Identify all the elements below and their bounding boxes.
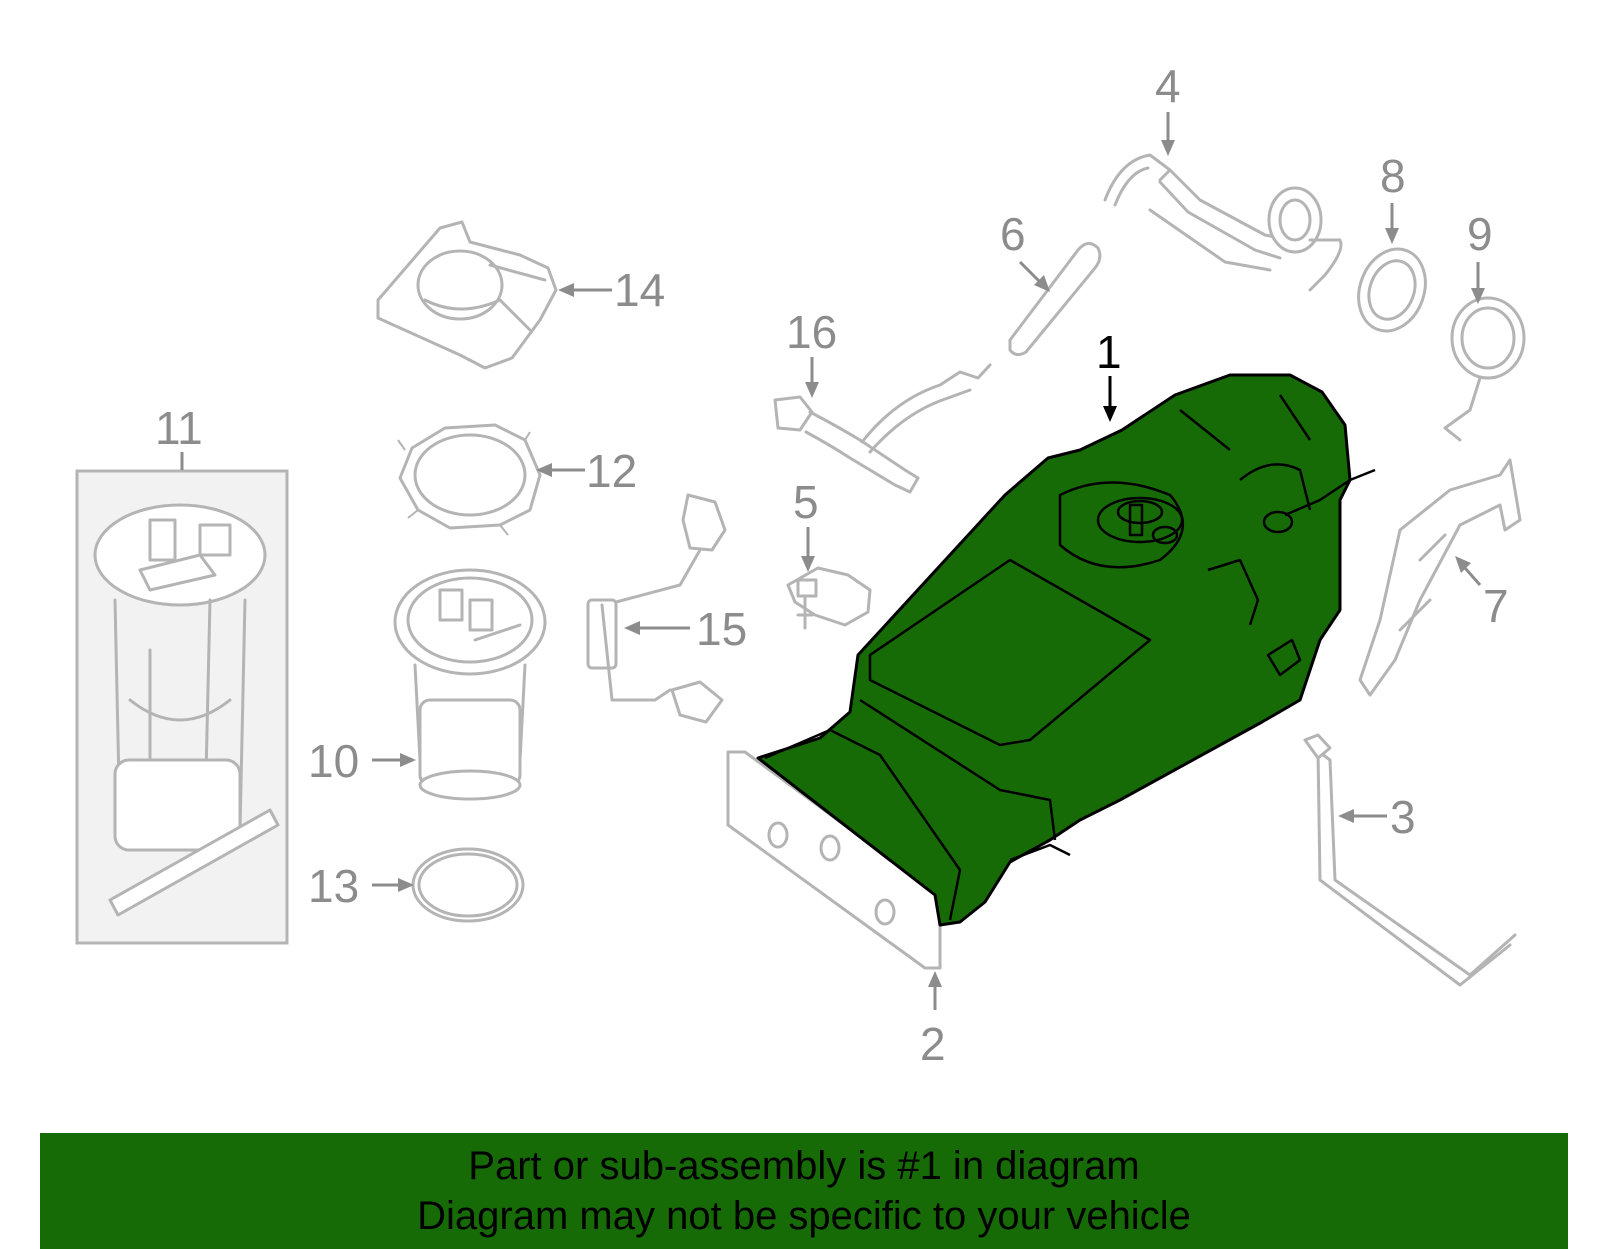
banner-line-part-info: Part or sub-assembly is #1 in diagram — [468, 1144, 1140, 1188]
callout-13-label: 13 — [308, 860, 359, 912]
part-15-fuel-sender[interactable] — [586, 493, 727, 724]
part-7-heat-shield[interactable] — [1358, 458, 1522, 697]
callout-10-label: 10 — [308, 735, 359, 787]
part-5-clip[interactable] — [786, 566, 872, 630]
callout-12: 12 — [536, 445, 637, 497]
callout-3-label: 3 — [1390, 791, 1416, 843]
part-16-vent-hose[interactable] — [773, 363, 992, 494]
banner-line-disclaimer: Diagram may not be specific to your vehi… — [417, 1194, 1191, 1238]
callout-14: 14 — [558, 264, 665, 316]
callout-16: 16 — [786, 306, 837, 398]
callout-6: 6 — [1000, 208, 1050, 292]
callout-15: 15 — [624, 603, 747, 655]
callout-9: 9 — [1467, 208, 1493, 304]
callout-11: 11 — [155, 402, 203, 470]
part-3-tank-strap[interactable] — [1303, 733, 1517, 987]
part-9-fuel-cap[interactable] — [1443, 296, 1526, 442]
part-1-fuel-tank[interactable] — [756, 373, 1376, 927]
part-2-mounting-plate[interactable] — [726, 750, 942, 970]
callout-11-label: 11 — [155, 402, 203, 454]
callout-1: 1 — [1096, 326, 1122, 422]
info-banner: Part or sub-assembly is #1 in diagram Di… — [40, 1133, 1568, 1249]
part-6-hose[interactable] — [1008, 242, 1102, 357]
callout-16-label: 16 — [786, 306, 837, 358]
part-4-filler-neck[interactable] — [1103, 153, 1343, 292]
callout-2-label: 2 — [920, 1018, 946, 1070]
part-8-gasket[interactable] — [1348, 240, 1437, 341]
callout-4-label: 4 — [1155, 60, 1181, 112]
part-14-reservoir-cover[interactable] — [376, 220, 558, 370]
callout-14-label: 14 — [614, 264, 665, 316]
callout-13: 13 — [308, 860, 414, 912]
part-11-pump-module-box[interactable] — [75, 469, 289, 945]
callout-5: 5 — [793, 476, 819, 572]
callout-2: 2 — [920, 971, 946, 1070]
callout-5-label: 5 — [793, 476, 819, 528]
callout-3: 3 — [1338, 791, 1416, 843]
callout-9-label: 9 — [1467, 208, 1493, 260]
callout-10: 10 — [308, 735, 416, 787]
callout-4: 4 — [1155, 60, 1181, 156]
callout-12-label: 12 — [586, 445, 637, 497]
callout-8-label: 8 — [1380, 150, 1406, 202]
part-10-fuel-pump[interactable] — [393, 568, 547, 801]
callout-7: 7 — [1455, 556, 1509, 632]
callout-1-label: 1 — [1096, 326, 1122, 378]
callout-8: 8 — [1380, 150, 1406, 244]
part-13-o-ring[interactable] — [411, 847, 525, 923]
callout-15-label: 15 — [696, 603, 747, 655]
callout-7-label: 7 — [1483, 580, 1509, 632]
callout-6-label: 6 — [1000, 208, 1026, 260]
part-12-lock-ring[interactable] — [397, 423, 542, 536]
